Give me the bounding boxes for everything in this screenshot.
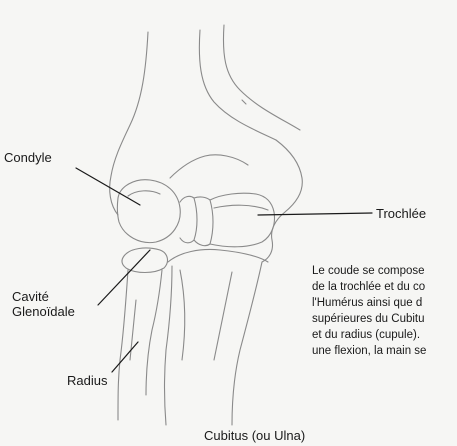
- cavite-label-line1: Cavité: [12, 289, 49, 304]
- trochlee-leader: [258, 213, 372, 215]
- humerus-inner: [170, 155, 248, 178]
- description-line: supérieures du Cubitu: [312, 311, 457, 327]
- condyle-leader: [76, 168, 140, 205]
- radius-label: Radius: [67, 373, 107, 388]
- description-line: Le coude se compose: [312, 263, 457, 279]
- description-line: de la trochlée et du co: [312, 279, 457, 295]
- humerus-shaft-right: [199, 30, 276, 140]
- epicondyle-contour: [262, 140, 302, 262]
- trochlea-inner-line: [214, 205, 268, 210]
- humerus-shaft-left: [111, 32, 148, 176]
- radius-shaft-right: [146, 270, 162, 395]
- radius-leader: [112, 342, 138, 372]
- description-line: l'Humérus ainsi que d: [312, 295, 457, 311]
- humerus-shaft-right-outer: [223, 25, 300, 130]
- description-line: une flexion, la main se: [312, 343, 457, 359]
- radial-head: [122, 248, 168, 273]
- ulna-inner-2: [214, 272, 232, 360]
- cubitus-label: Cubitus (ou Ulna): [204, 428, 305, 443]
- cavite-leader: [98, 250, 150, 305]
- ulna-shaft-left: [165, 266, 173, 425]
- ulna-shaft-right: [232, 262, 262, 425]
- trochlea-spool: [210, 193, 275, 247]
- ulna-head: [168, 250, 268, 263]
- condyle-label: Condyle: [4, 150, 52, 165]
- trochlea-groove-left: [180, 196, 197, 242]
- sketch-mark: [242, 100, 246, 104]
- description-text: Le coude se compose de la trochlée et du…: [312, 263, 457, 359]
- cavite-label-line2: Glenoïdale: [12, 304, 75, 319]
- trochlee-label: Trochlée: [376, 206, 426, 221]
- radius-shaft-left: [118, 270, 128, 420]
- condyle-shading: [128, 191, 160, 196]
- condyle-outline: [117, 180, 180, 243]
- ulna-inner: [180, 270, 185, 360]
- humerus-distal-left: [110, 176, 118, 215]
- description-line: et du radius (cupule).: [312, 327, 457, 343]
